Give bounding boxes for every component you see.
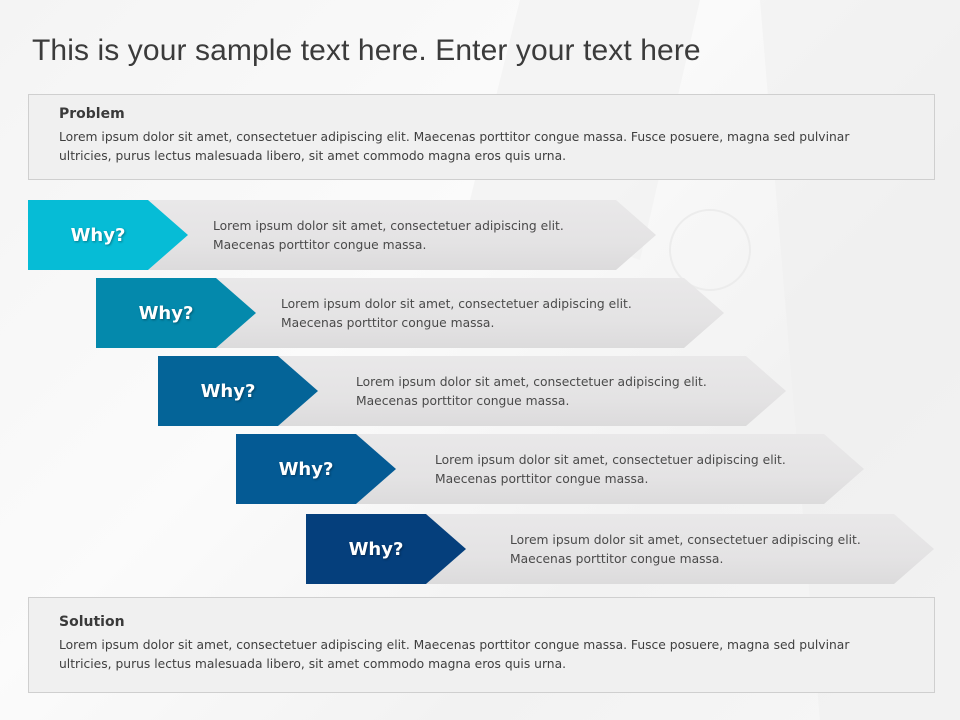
why-row-4-label: Why? (278, 458, 334, 480)
problem-box: Problem Lorem ipsum dolor sit amet, cons… (28, 94, 935, 180)
why-row-2-line-2: Maecenas porttitor congue massa. (281, 316, 495, 330)
why-row-4-line-1: Lorem ipsum dolor sit amet, consectetuer… (435, 453, 786, 467)
why-row-3-text: Lorem ipsum dolor sit amet, consectetuer… (356, 373, 707, 411)
why-row-5: Lorem ipsum dolor sit amet, consectetuer… (306, 514, 934, 584)
why-row-2-text: Lorem ipsum dolor sit amet, consectetuer… (281, 295, 632, 333)
problem-text: Lorem ipsum dolor sit amet, consectetuer… (59, 128, 904, 166)
why-row-3-line-1: Lorem ipsum dolor sit amet, consectetuer… (356, 375, 707, 389)
why-row-2-label: Why? (138, 302, 194, 324)
why-row-2-text-arrow (216, 278, 724, 348)
why-row-1-line-2: Maecenas porttitor congue massa. (213, 238, 427, 252)
why-row-5-line-1: Lorem ipsum dolor sit amet, consectetuer… (510, 533, 861, 547)
why-row-5-text-arrow (426, 514, 934, 584)
why-row-2-line-1: Lorem ipsum dolor sit amet, consectetuer… (281, 297, 632, 311)
why-row-4-line-2: Maecenas porttitor congue massa. (435, 472, 649, 486)
problem-heading: Problem (59, 106, 125, 122)
why-row-1-text: Lorem ipsum dolor sit amet, consectetuer… (213, 217, 564, 255)
why-row-4-text-arrow (356, 434, 864, 504)
why-row-1-line-1: Lorem ipsum dolor sit amet, consectetuer… (213, 219, 564, 233)
problem-text-line-1: Lorem ipsum dolor sit amet, consectetuer… (59, 130, 850, 144)
why-row-1: Lorem ipsum dolor sit amet, consectetuer… (28, 200, 656, 270)
why-row-4: Lorem ipsum dolor sit amet, consectetuer… (236, 434, 864, 504)
why-row-5-line-2: Maecenas porttitor congue massa. (510, 552, 724, 566)
why-row-3-label: Why? (200, 380, 256, 402)
solution-text-line-2: ultricies, purus lectus malesuada libero… (59, 657, 567, 671)
why-row-3-line-2: Maecenas porttitor congue massa. (356, 394, 570, 408)
solution-text: Lorem ipsum dolor sit amet, consectetuer… (59, 636, 904, 674)
why-row-4-text: Lorem ipsum dolor sit amet, consectetuer… (435, 451, 786, 489)
why-row-5-label-arrow: Why? (306, 514, 466, 584)
problem-text-line-2: ultricies, purus lectus malesuada libero… (59, 149, 567, 163)
why-row-3: Lorem ipsum dolor sit amet, consectetuer… (158, 356, 786, 426)
page-title: This is your sample text here. Enter you… (32, 34, 701, 67)
solution-text-line-1: Lorem ipsum dolor sit amet, consectetuer… (59, 638, 850, 652)
why-row-1-label: Why? (70, 224, 126, 246)
solution-box: Solution Lorem ipsum dolor sit amet, con… (28, 597, 935, 693)
why-row-1-text-arrow (148, 200, 656, 270)
solution-heading: Solution (59, 614, 125, 630)
why-row-2: Lorem ipsum dolor sit amet, consectetuer… (96, 278, 724, 348)
why-row-3-text-arrow (278, 356, 786, 426)
why-row-5-text: Lorem ipsum dolor sit amet, consectetuer… (510, 531, 861, 569)
why-row-5-label: Why? (348, 538, 404, 560)
